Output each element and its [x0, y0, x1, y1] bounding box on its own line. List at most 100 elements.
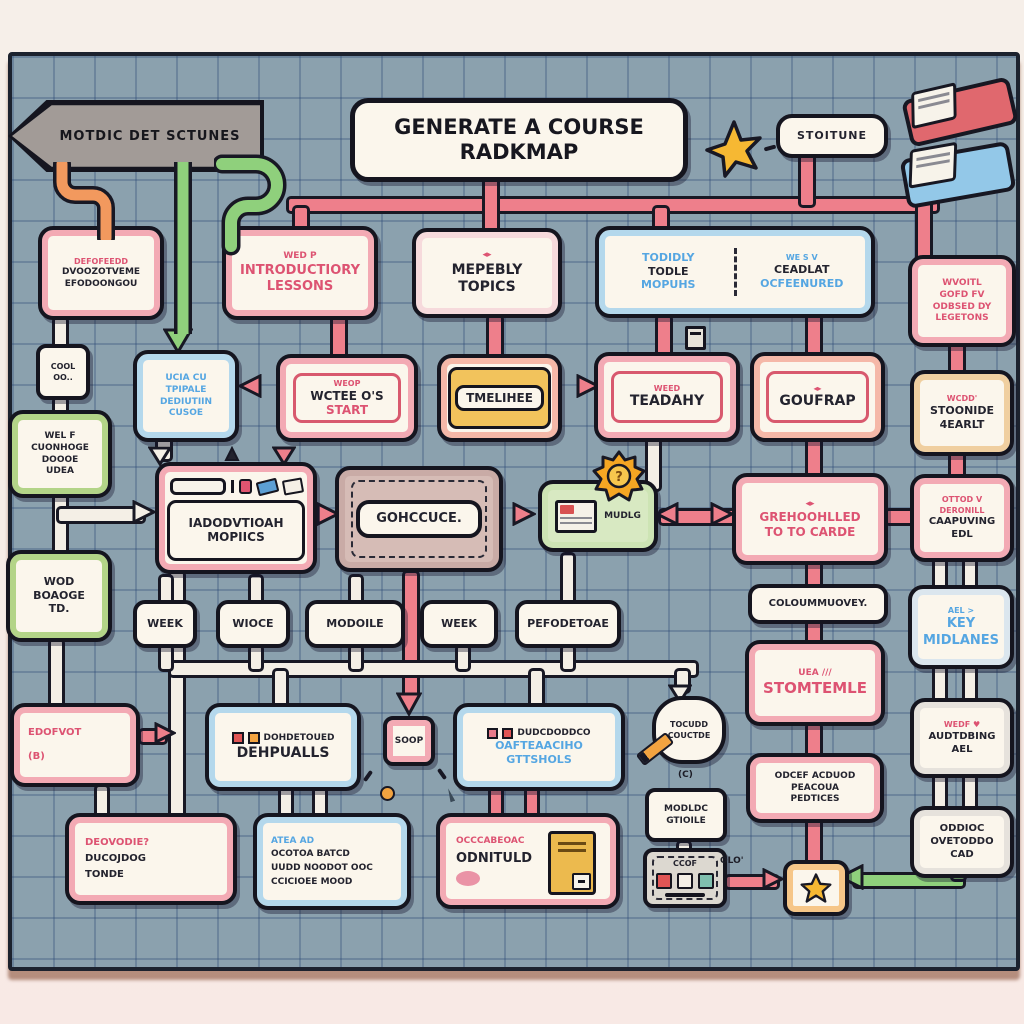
box-line: PEACOUA — [791, 782, 839, 793]
arrowhead-up — [224, 446, 240, 461]
box-line: ODDIOC — [939, 823, 985, 835]
gohccuce-pill: GOHCCUCE. — [356, 500, 482, 538]
stoitune-label: STOITUNE — [796, 128, 868, 142]
gohccuce-box: GOHCCUCE. — [335, 466, 503, 572]
arrowhead-right — [132, 500, 156, 524]
timeline-pill: TMELIHEE — [455, 384, 544, 412]
box-line: CAAPUVING — [928, 516, 996, 528]
arrowhead-down — [668, 684, 692, 704]
toolbar-slot — [169, 478, 226, 495]
box-header: DERONILL — [939, 505, 985, 515]
modldc-box: MODLDC GTIOILE — [645, 788, 727, 842]
deovodie-box: DEOVODIE? DUCOJDOG TONDE — [65, 813, 237, 905]
chevrons-icon: ◂▸ — [482, 250, 492, 261]
stoitune-box: STOITUNE — [776, 114, 888, 158]
inner-frame: ◂▸ GOUFRAP — [766, 371, 869, 423]
box-line: TODIDLY — [642, 250, 695, 264]
yellow-booklet-icon — [548, 831, 596, 895]
box-line: TONDE — [85, 868, 124, 880]
arrowhead-right — [512, 502, 536, 526]
box-line: (B) — [28, 751, 45, 762]
box-line: PEDTICES — [790, 794, 840, 805]
box-line: MUDLG — [604, 510, 641, 521]
topidly-ceadlat-box: TODIDLY TODLE MOPUHS WE S V CEADLAT OCFE… — [595, 226, 875, 318]
box-line: WVOITL — [942, 278, 982, 289]
star-milestone-box — [783, 860, 849, 916]
ceadlat-half: WE S V CEADLAT OCFEENURED — [737, 253, 868, 290]
box-line: DOOOE — [41, 454, 79, 465]
box-header: EDOFVOT — [28, 727, 82, 739]
pill-label: WIOCE — [232, 616, 274, 630]
striped-book-icon — [555, 499, 598, 533]
box-line: STOONIDE — [929, 403, 995, 417]
goufrap-box: ◂▸ GOUFRAP — [750, 352, 885, 442]
box-line: GTIOILE — [666, 815, 706, 826]
wioce-pill: WIOCE — [216, 600, 290, 648]
arrowhead-right — [576, 374, 600, 398]
box-line: GREHOOHLLED — [759, 510, 861, 525]
orange-square-icon — [247, 732, 260, 745]
connector — [348, 644, 364, 672]
svg-text:?: ? — [615, 470, 623, 485]
introduction-topics-box: IADODVTIOAH MOPIICS — [155, 462, 317, 574]
box-line: OVETODDO — [930, 836, 994, 848]
orange-award-seal-icon: ? — [592, 450, 646, 502]
pefodetoae-pill: PEFODETOAE — [515, 600, 621, 648]
box-line: MOPIICS — [207, 530, 265, 545]
cool-box: COOL OO.. — [36, 344, 90, 400]
box-line: CUONHOGE — [31, 442, 89, 453]
weekly-topics-box: ◂▸ MEPEBLY TOPICS — [412, 228, 562, 318]
arrowhead-right — [154, 722, 176, 744]
box-header: DUDCDODDCO — [517, 727, 591, 738]
orange-squiggle-connector — [53, 162, 115, 240]
olo-label: OLO' — [720, 856, 744, 866]
blue-pen-icon — [255, 477, 279, 496]
topidly-half: TODIDLY TODLE MOPUHS — [603, 250, 734, 293]
box-line: CCICIOEE MOOD — [271, 876, 353, 887]
box-line: GOHCCUCE. — [376, 511, 462, 527]
box-line: OCOTOA BATCD — [271, 849, 350, 860]
flag-paper — [908, 141, 958, 189]
window-icon — [685, 326, 706, 350]
chevrons-icon: ◂▸ — [813, 384, 822, 394]
inner-frame: WEED TEADAHY — [611, 371, 723, 423]
inner-frame: WEOP WCTEE O'S START — [292, 373, 402, 423]
key-teal — [698, 872, 714, 889]
red-square-icon — [231, 732, 244, 745]
box-line: OCFEENURED — [760, 276, 844, 290]
box-line: START — [325, 402, 369, 417]
pink-blob-icon — [456, 871, 480, 887]
c-label: (C) — [678, 770, 693, 780]
pill-label: COLOUMMUOVEY. — [768, 598, 868, 610]
key-white — [677, 872, 693, 889]
box-line: DVOOZOTVEME — [61, 267, 141, 278]
box-header: UEA /// — [798, 668, 832, 679]
defoteed-box: DEFOFEEDD DVOOZOTVEME EFODOONGOU — [38, 226, 164, 320]
box-line: LESSONS — [266, 279, 334, 295]
box-header: WED P — [283, 251, 317, 262]
box-line: COOL — [50, 362, 76, 372]
dashed-frame — [351, 480, 487, 558]
toolbar-tick — [230, 480, 234, 493]
box-line: INTRODUCTIORY — [239, 262, 360, 278]
box-line: MEPEBLY — [451, 261, 523, 278]
box-header: OTTOD V — [941, 495, 983, 505]
box-line: TEADAHY — [629, 393, 705, 410]
soop-box: SOOP — [383, 716, 435, 766]
gttshols-box: DUDCDODDCO OAFTEAACIHO GTTSHOLS — [453, 703, 625, 791]
box-line: CEADLAT — [774, 262, 830, 276]
box-header: DEOVODIE? — [85, 837, 150, 849]
box-line: CAD — [950, 848, 974, 860]
box-header: WEDF ♥ — [943, 720, 981, 730]
box-line: KEY — [946, 616, 976, 632]
pink-square-icon — [487, 727, 499, 739]
box-header: WE S V — [785, 253, 818, 263]
box-line: ODCEF ACDUOD — [774, 771, 856, 782]
arrowhead-left — [838, 864, 864, 890]
connector — [286, 196, 940, 214]
box-line: TMELIHEE — [466, 390, 533, 405]
mini-keyboard-icon-box: CCOF — [643, 848, 727, 908]
keyboard-label: CCOF — [672, 859, 697, 869]
edofvot-box: EDOFVOT (B) — [10, 703, 140, 787]
box-line: OO.. — [53, 372, 73, 382]
